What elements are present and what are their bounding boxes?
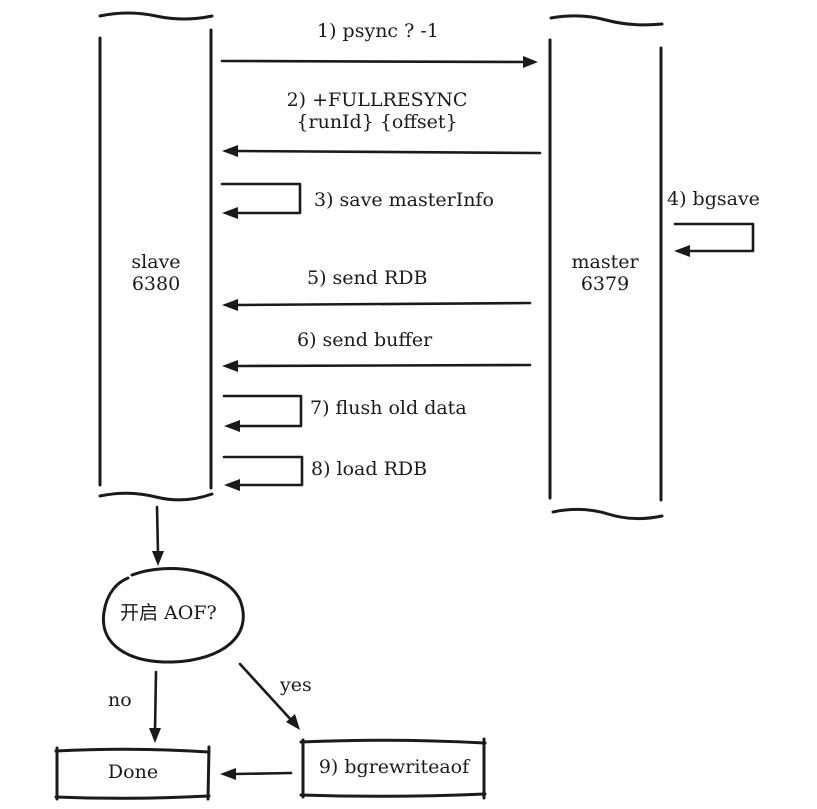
- decision-bubble: [101, 567, 245, 664]
- arrowhead-psync: [523, 56, 538, 68]
- arrowhead-send-rdb: [222, 299, 238, 311]
- done-label: Done: [107, 761, 159, 783]
- arrowhead-save-masterinfo: [222, 207, 238, 219]
- step-2-line2: {runId} {offset}: [296, 110, 458, 133]
- step-4-label: 4) bgsave: [667, 188, 760, 210]
- master-port: 6379: [580, 272, 630, 295]
- step-3-label: 3) save masterInfo: [314, 189, 494, 211]
- arrowhead-fullresync: [222, 145, 238, 157]
- arrowhead-no: [149, 728, 161, 743]
- decision-question: 开启 AOF?: [120, 602, 217, 624]
- arrow-to-done: [232, 771, 293, 776]
- arrow-to-decision: [155, 505, 160, 555]
- arrowhead-to-decision: [152, 551, 164, 566]
- arrow-yes: [238, 662, 295, 724]
- step-5-label: 5) send RDB: [307, 267, 428, 289]
- master-node: [548, 14, 664, 521]
- arrowhead-yes: [286, 714, 300, 730]
- no-label: no: [108, 689, 132, 711]
- arrow-send-buffer: [234, 363, 532, 368]
- arrowhead-to-done: [220, 768, 236, 780]
- yes-label: yes: [280, 674, 312, 696]
- step-1-label: 1) psync ? -1: [317, 20, 439, 42]
- arrow-no: [153, 670, 158, 732]
- master-label: master 6379: [558, 251, 652, 296]
- slave-node: [98, 11, 214, 502]
- master-name: master: [571, 251, 639, 273]
- bgrewriteaof-box: [299, 737, 487, 800]
- slave-label: slave 6380: [110, 251, 202, 296]
- step-9-label: 9) bgrewriteaof: [318, 756, 470, 778]
- arrowhead-send-buffer: [222, 360, 238, 372]
- loop-flush-old-data: [222, 394, 303, 428]
- arrowhead-flush-old-data: [224, 420, 240, 432]
- loop-save-masterinfo: [220, 182, 302, 215]
- arrow-send-rdb: [234, 301, 532, 307]
- slave-port: 6380: [131, 272, 181, 295]
- arrowhead-load-rdb: [224, 479, 240, 491]
- loop-load-rdb: [222, 455, 304, 487]
- step-2-label: 2) +FULLRESYNC {runId} {offset}: [262, 89, 492, 134]
- step-8-label: 8) load RDB: [311, 458, 428, 480]
- slave-name: slave: [131, 251, 181, 273]
- step-6-label: 6) send buffer: [297, 329, 433, 351]
- loop-bgsave: [673, 222, 755, 253]
- arrow-fullresync: [234, 149, 542, 155]
- step-7-label: 7) flush old data: [310, 397, 467, 419]
- arrow-psync: [220, 59, 528, 64]
- arrowhead-bgsave: [674, 245, 690, 257]
- done-box: [54, 745, 211, 801]
- step-2-line1: 2) +FULLRESYNC: [286, 89, 468, 111]
